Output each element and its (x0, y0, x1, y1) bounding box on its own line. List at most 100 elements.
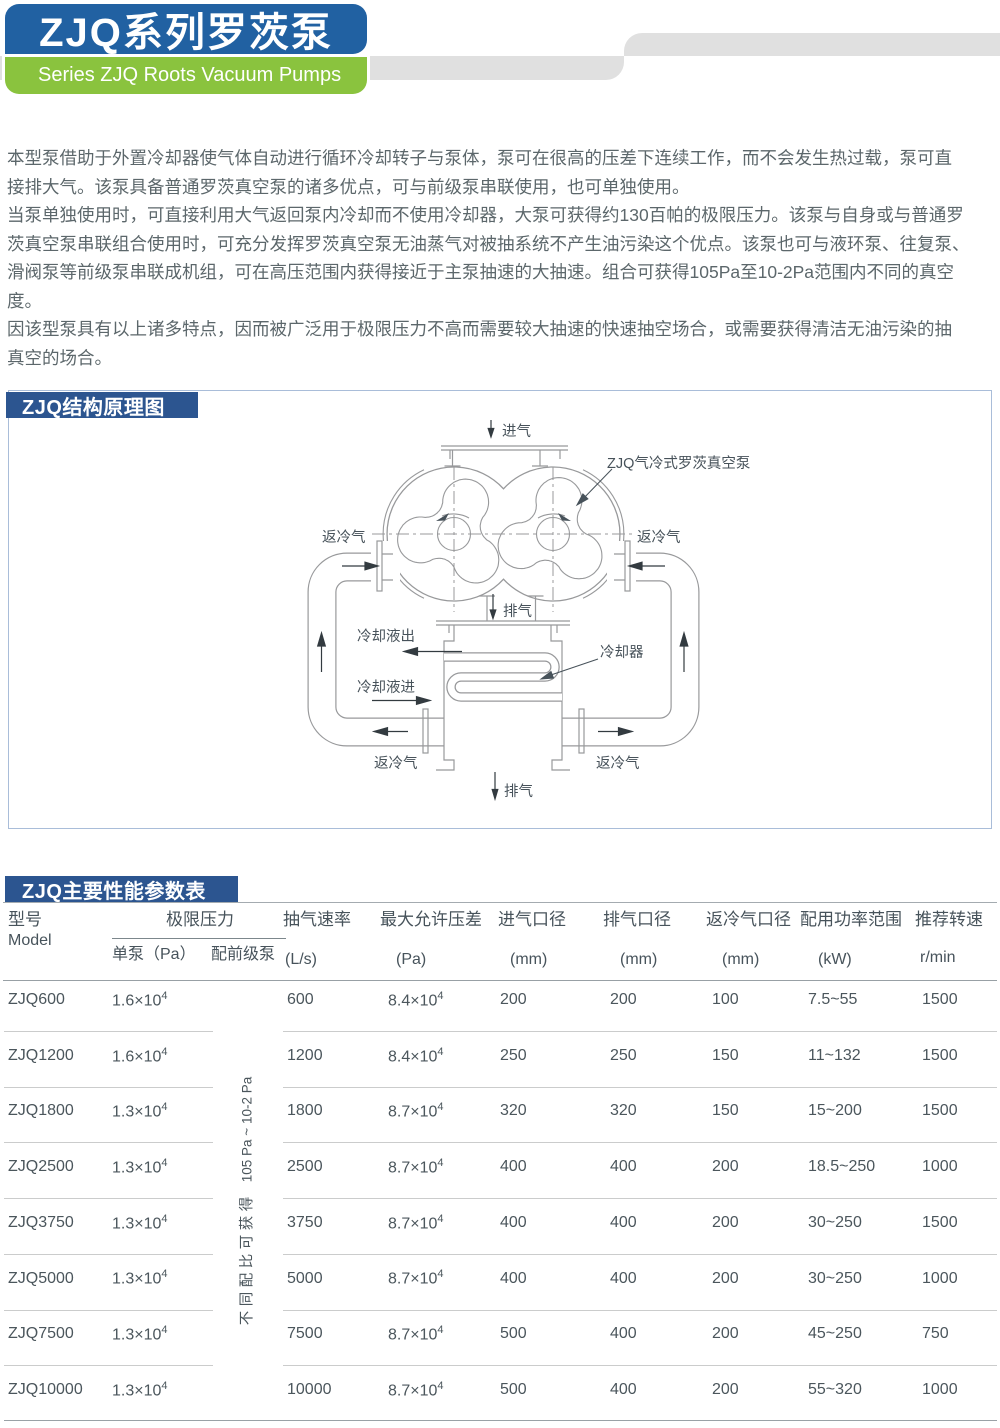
cell-outlet-diameter: 200 (610, 991, 637, 1008)
row-separator (283, 1086, 997, 1088)
cell-model: ZJQ5000 (8, 1269, 74, 1287)
pump-casing (386, 466, 621, 602)
cell-cooling-port-diameter: 200 (712, 1269, 739, 1287)
page-title-banner: ZJQ系列罗茨泵 (5, 4, 367, 55)
row-separator (4, 1253, 213, 1255)
center-lines (372, 467, 636, 612)
spec-row: ZJQ2500 1.3×104 2500 8.7×104 400 400 200… (8, 1139, 997, 1195)
cell-pumping-speed: 1800 (287, 1102, 323, 1120)
cell-pumping-speed: 5000 (287, 1269, 323, 1287)
cell-model: ZJQ3750 (8, 1213, 74, 1231)
spec-row: ZJQ1800 1.3×104 1800 8.7×104 320 320 150… (8, 1083, 997, 1139)
cell-speed-rpm: 1500 (922, 1102, 958, 1120)
cooler-body-left (436, 625, 455, 771)
label-cooler: 冷却器 (600, 644, 644, 661)
leader-lines (539, 468, 613, 680)
col-unit-power-range: (kW) (818, 951, 852, 968)
cell-outlet-diameter: 400 (610, 1213, 637, 1231)
label-return-gas-left: 返冷气 (322, 529, 366, 546)
cell-model: ZJQ10000 (8, 1380, 83, 1398)
cell-cooling-port-diameter: 200 (712, 1325, 739, 1343)
intro-paragraph-2: 当泵单独使用时，可直接利用大气返回泵内冷却而不使用冷却器，大泵可获得约130百帕… (7, 205, 970, 311)
cell-speed-rpm: 1500 (922, 991, 958, 1008)
row-separator (283, 1142, 997, 1144)
cell-ultimate-pressure: 1.3×104 (112, 1101, 168, 1121)
diagram-box (8, 390, 992, 829)
cell-ultimate-pressure: 1.3×104 (112, 1379, 168, 1400)
cell-inlet-diameter: 200 (500, 991, 527, 1008)
col-header-pumping-speed: 抽气速率 (283, 910, 351, 929)
specs-section-title: ZJQ主要性能参数表 (5, 876, 238, 903)
row-separator (4, 1365, 213, 1367)
row-separator (4, 1309, 213, 1311)
cell-inlet-diameter: 400 (500, 1269, 527, 1287)
cell-power-range: 55~320 (808, 1380, 862, 1398)
label-exhaust-mid: 排气 (503, 603, 532, 620)
ultimate-pressure-group-rule (112, 938, 286, 939)
cell-outlet-diameter: 400 (610, 1269, 637, 1287)
table-top-rule (3, 902, 997, 903)
cell-pumping-speed: 10000 (287, 1380, 332, 1398)
cell-outlet-diameter: 320 (610, 1102, 637, 1120)
cell-inlet-diameter: 250 (500, 1046, 527, 1064)
cell-power-range: 11~132 (808, 1046, 861, 1064)
col-unit-speed-rpm: r/min (920, 949, 956, 966)
cell-pumping-speed: 3750 (287, 1213, 323, 1231)
diagram-section-title: ZJQ结构原理图 (6, 392, 198, 419)
label-return-gas-right: 返冷气 (637, 529, 681, 546)
cell-ultimate-pressure: 1.6×104 (112, 989, 168, 1010)
col-header-single-pump: 单泵（Pa） (112, 946, 196, 963)
cell-ultimate-pressure: 1.3×104 (112, 1268, 168, 1288)
cell-model: ZJQ7500 (8, 1325, 74, 1343)
intro-paragraph-3: 因该型泵具有以上诸多特点，因而被广泛用于极限压力不高而需要较大抽速的快速抽空场合… (7, 319, 952, 368)
row-separator (283, 1309, 997, 1311)
cell-ultimate-pressure: 1.6×104 (112, 1045, 168, 1065)
rotation-arrowheads (436, 513, 571, 521)
cell-cooling-port-diameter: 200 (712, 1158, 739, 1176)
cell-pumping-speed: 600 (287, 991, 314, 1008)
cell-cooling-port-diameter: 150 (712, 1102, 739, 1120)
cell-inlet-diameter: 400 (500, 1213, 527, 1231)
col-header-outlet-diameter: 排气口径 (603, 910, 671, 929)
col-unit-inlet-diameter: (mm) (510, 951, 548, 968)
row-separator (4, 1142, 213, 1144)
cell-speed-rpm: 750 (922, 1325, 949, 1343)
col-unit-max-diff-pressure: (Pa) (396, 951, 427, 968)
spec-row: ZJQ600 1.6×104 600 8.4×104 200 200 100 7… (8, 972, 997, 1028)
cell-power-range: 45~250 (808, 1325, 862, 1343)
cell-model: ZJQ1200 (8, 1046, 74, 1064)
left-rotor (397, 478, 500, 584)
cooler-body-right (550, 625, 570, 771)
cell-power-range: 30~250 (808, 1269, 862, 1287)
cell-max-diff-pressure: 8.7×104 (388, 1324, 444, 1344)
left-loop-pipe (307, 552, 444, 747)
cell-cooling-port-diameter: 100 (712, 991, 739, 1008)
cell-speed-rpm: 1500 (922, 1213, 958, 1231)
specs-title-text: ZJQ主要性能参数表 (22, 880, 206, 903)
cell-max-diff-pressure: 8.4×104 (388, 1045, 444, 1065)
col-header-inlet-diameter: 进气口径 (498, 910, 566, 929)
col-unit-outlet-diameter: (mm) (620, 951, 658, 968)
cell-cooling-port-diameter: 200 (712, 1380, 739, 1398)
label-coolant-out: 冷却液出 (357, 628, 415, 645)
label-exhaust-bottom: 排气 (504, 783, 533, 800)
cell-inlet-diameter: 500 (500, 1380, 527, 1398)
cell-outlet-diameter: 400 (610, 1158, 637, 1176)
col-header-model-en: Model (8, 932, 52, 949)
cell-speed-rpm: 1000 (922, 1269, 958, 1287)
col-header-cooling-port-diameter: 返冷气口径 (706, 910, 791, 929)
col-unit-pumping-speed: (L/s) (285, 951, 317, 968)
cell-inlet-diameter: 500 (500, 1325, 527, 1343)
col-header-ultimate-pressure: 极限压力 (166, 910, 234, 929)
row-separator (283, 1031, 997, 1032)
row-separator (283, 1253, 997, 1255)
cell-cooling-port-diameter: 150 (712, 1046, 739, 1064)
ribbon-bar-upper (624, 33, 1000, 56)
cell-max-diff-pressure: 8.7×104 (388, 1268, 444, 1288)
col-header-with-backing-pump: 配前级泵 (211, 946, 276, 963)
row-separator (4, 1031, 213, 1032)
col-header-power-range: 配用功率范围 (800, 910, 902, 929)
cell-inlet-diameter: 400 (500, 1158, 527, 1176)
intro-text: 本型泵借助于外置冷却器使气体自动进行循环冷却转子与泵体，泵可在很高的压差下连续工… (7, 144, 991, 372)
spec-row: ZJQ1200 1.6×104 1200 8.4×104 250 250 150… (8, 1028, 997, 1084)
